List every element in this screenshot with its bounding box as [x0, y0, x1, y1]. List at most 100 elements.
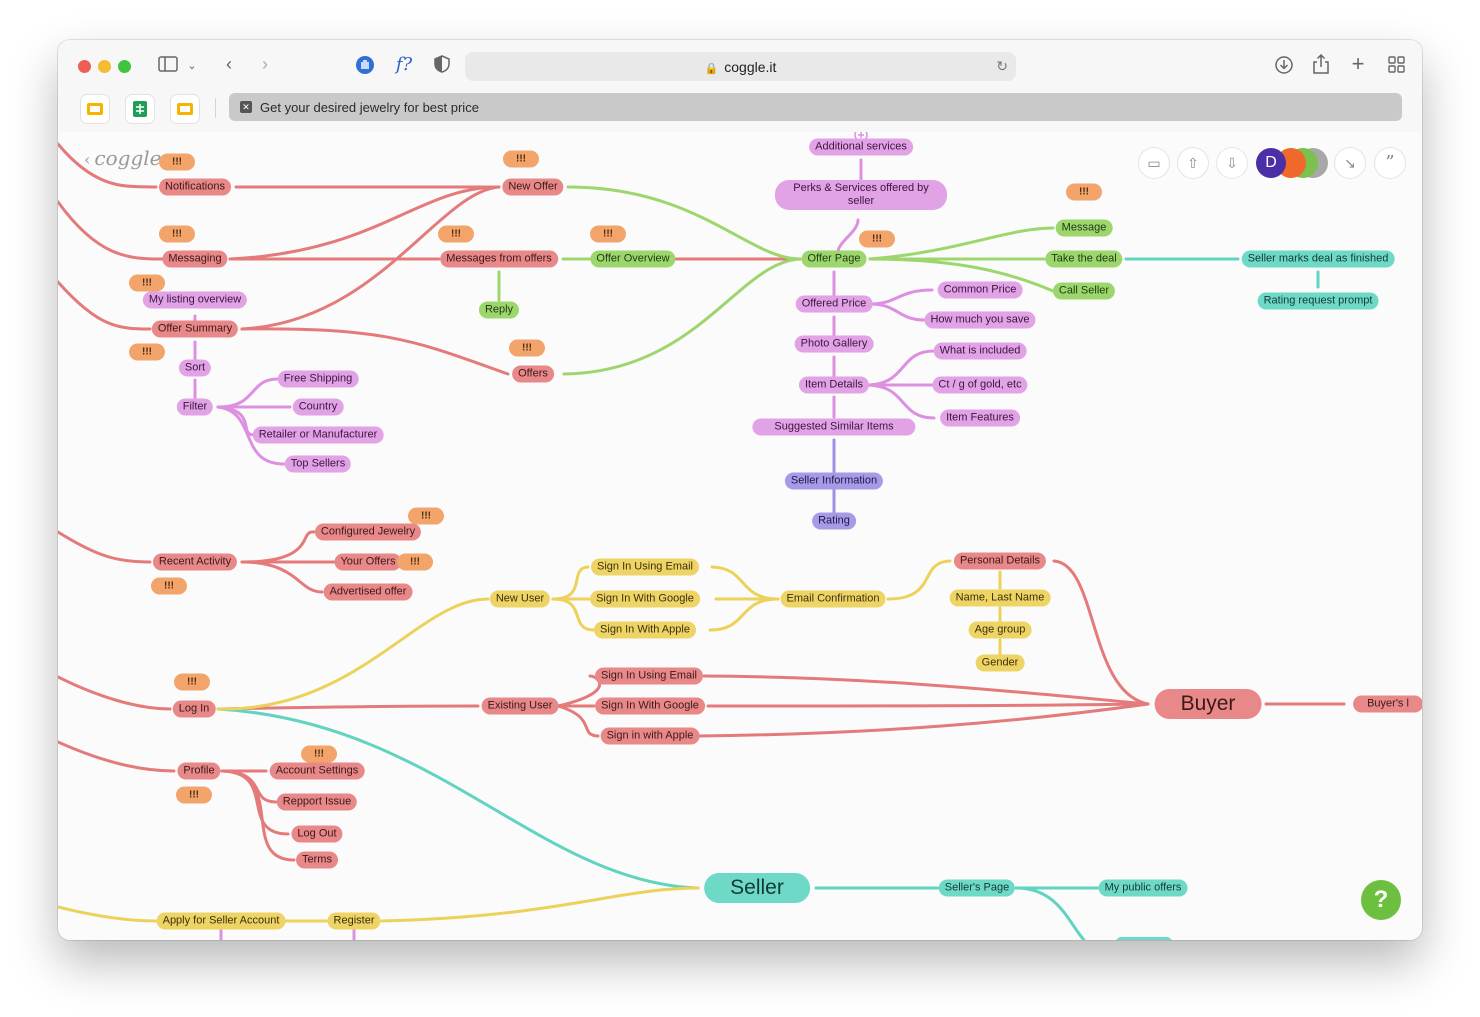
node-messages-from-offers[interactable]: Messages from offers: [440, 250, 558, 268]
node-how-much-you-save[interactable]: How much you save: [924, 311, 1036, 329]
slides-favorite-icon[interactable]: [81, 95, 109, 123]
node-offered-price[interactable]: Offered Price: [795, 295, 873, 313]
node-message[interactable]: Message: [1055, 219, 1113, 237]
node-country[interactable]: Country: [292, 398, 344, 416]
node-perks-services[interactable]: Perks & Services offered by seller: [775, 180, 947, 210]
node-recent-activity[interactable]: Recent Activity: [152, 553, 238, 571]
node-configured-jewelry[interactable]: Configured Jewelry: [314, 523, 422, 541]
upload-icon[interactable]: ⇧: [1178, 148, 1208, 178]
privacy-hand-icon[interactable]: [354, 55, 376, 79]
coggle-logo[interactable]: ‹coggle: [84, 146, 162, 170]
node-take-the-deal[interactable]: Take the deal: [1045, 250, 1123, 268]
downloads-icon[interactable]: [1274, 56, 1294, 78]
node-sign-in-apple-existing[interactable]: Sign in with Apple: [600, 727, 700, 745]
history-icon[interactable]: ↘: [1335, 148, 1365, 178]
chevron-down-icon[interactable]: ⌄: [187, 60, 197, 72]
back-icon[interactable]: ‹: [226, 54, 232, 74]
node-seller[interactable]: Seller: [704, 873, 810, 903]
priority-badge: !!!: [301, 745, 337, 763]
node-age-group[interactable]: Age group: [968, 621, 1032, 639]
node-log-in[interactable]: Log In: [172, 700, 216, 718]
node-report-issue[interactable]: Repport Issue: [276, 793, 358, 811]
node-offers[interactable]: Offers: [512, 365, 554, 383]
zoom-window-button[interactable]: [118, 60, 131, 73]
help-button[interactable]: ?: [1361, 880, 1401, 920]
node-sort[interactable]: Sort: [178, 359, 212, 377]
node-reply[interactable]: Reply: [478, 301, 520, 319]
node-new-offer[interactable]: New Offer: [502, 178, 564, 196]
node-filter[interactable]: Filter: [176, 398, 214, 416]
node-sign-in-email-existing[interactable]: Sign In Using Email: [595, 667, 703, 685]
node-seller-marks-finished[interactable]: Seller marks deal as finished: [1241, 250, 1395, 268]
node-buyer[interactable]: Buyer: [1154, 689, 1262, 719]
node-rating[interactable]: Rating: [812, 512, 856, 530]
browser-toolbar: ⌄ ‹ › f? 🔒coggle.it ↻ +: [58, 40, 1422, 132]
slides-favorite-icon-2[interactable]: [171, 95, 199, 123]
present-icon[interactable]: ▭: [1139, 148, 1169, 178]
node-log-out[interactable]: Log Out: [291, 825, 343, 843]
node-terms[interactable]: Terms: [296, 851, 338, 869]
node-what-is-included[interactable]: What is included: [933, 342, 1027, 360]
node-messaging[interactable]: Messaging: [162, 250, 228, 268]
node-notifications[interactable]: Notifications: [159, 178, 231, 196]
node-apply-seller-account[interactable]: Apply for Seller Account: [156, 912, 286, 930]
reload-icon[interactable]: ↻: [996, 58, 1008, 74]
forward-icon[interactable]: ›: [262, 54, 268, 74]
node-free-shipping[interactable]: Free Shipping: [277, 370, 359, 388]
priority-badge: !!!: [438, 225, 474, 243]
node-sign-in-apple[interactable]: Sign In With Apple: [594, 621, 696, 639]
address-bar[interactable]: 🔒coggle.it ↻: [465, 52, 1016, 81]
node-existing-user[interactable]: Existing User: [481, 697, 559, 715]
node-profile[interactable]: Profile: [177, 762, 221, 780]
priority-badge: !!!: [151, 577, 187, 595]
close-window-button[interactable]: [78, 60, 91, 73]
node-call-seller[interactable]: Call Seller: [1052, 282, 1116, 300]
sheets-favorite-icon[interactable]: [126, 95, 154, 123]
node-additional-services[interactable]: Additional services: [809, 138, 913, 156]
node-item-features[interactable]: Item Features: [940, 409, 1020, 427]
node-email-confirmation[interactable]: Email Confirmation: [780, 590, 886, 608]
node-new-user[interactable]: New User: [489, 590, 551, 608]
node-sign-in-google[interactable]: Sign In With Google: [590, 590, 700, 608]
node-sellers-page[interactable]: Seller's Page: [938, 879, 1016, 897]
node-gender[interactable]: Gender: [975, 654, 1025, 672]
node-retailer[interactable]: Retailer or Manufacturer: [252, 426, 384, 444]
node-photo-gallery[interactable]: Photo Gallery: [794, 335, 874, 353]
sidebar-toggle-icon[interactable]: [158, 56, 178, 76]
node-offer-overview[interactable]: Offer Overview: [590, 250, 676, 268]
node-name-last-name[interactable]: Name, Last Name: [949, 589, 1051, 607]
node-seller-information[interactable]: Seller Information: [784, 472, 884, 490]
minimize-window-button[interactable]: [98, 60, 111, 73]
node-personal-details[interactable]: Personal Details: [953, 552, 1047, 570]
node-cut-off[interactable]: [1116, 937, 1172, 940]
node-my-public-offers[interactable]: My public offers: [1098, 879, 1188, 897]
node-account-settings[interactable]: Account Settings: [269, 762, 365, 780]
fx-extension-icon[interactable]: f?: [395, 54, 413, 75]
tab-close-icon[interactable]: ✕: [240, 101, 252, 113]
node-offer-page[interactable]: Offer Page: [801, 250, 867, 268]
node-sign-in-email[interactable]: Sign In Using Email: [591, 558, 699, 576]
node-register[interactable]: Register: [327, 912, 381, 930]
node-ct-gold[interactable]: Ct / g of gold, etc: [932, 376, 1028, 394]
new-tab-icon[interactable]: +: [1351, 51, 1365, 76]
node-sign-in-google-existing[interactable]: Sign In With Google: [595, 697, 705, 715]
node-item-details[interactable]: Item Details: [798, 376, 870, 394]
node-advertised-offer[interactable]: Advertised offer: [323, 583, 413, 601]
node-top-sellers[interactable]: Top Sellers: [284, 455, 352, 473]
node-my-listing-overview[interactable]: My listing overview: [142, 291, 248, 309]
node-buyers-cut[interactable]: Buyer's l: [1353, 695, 1422, 713]
shield-icon[interactable]: [432, 55, 452, 77]
node-suggested-similar[interactable]: Suggested Similar Items: [752, 418, 916, 436]
node-common-price[interactable]: Common Price: [937, 281, 1023, 299]
comments-quote-icon[interactable]: ”: [1375, 148, 1405, 178]
node-offer-summary[interactable]: Offer Summary: [151, 320, 239, 338]
tab-overview-icon[interactable]: [1386, 56, 1406, 77]
avatar[interactable]: D: [1256, 148, 1286, 178]
node-rating-request-prompt[interactable]: Rating request prompt: [1257, 292, 1379, 310]
share-icon[interactable]: [1311, 53, 1331, 78]
active-tab[interactable]: ✕ Get your desired jewelry for best pric…: [229, 93, 1402, 121]
mindmap-canvas[interactable]: ‹coggle ▭ ⇧ ⇩ D ↘ ” Additional services …: [58, 132, 1422, 940]
download-icon[interactable]: ⇩: [1217, 148, 1247, 178]
node-your-offers[interactable]: Your Offers: [334, 553, 402, 571]
back-chevron-icon[interactable]: ‹: [84, 150, 91, 169]
